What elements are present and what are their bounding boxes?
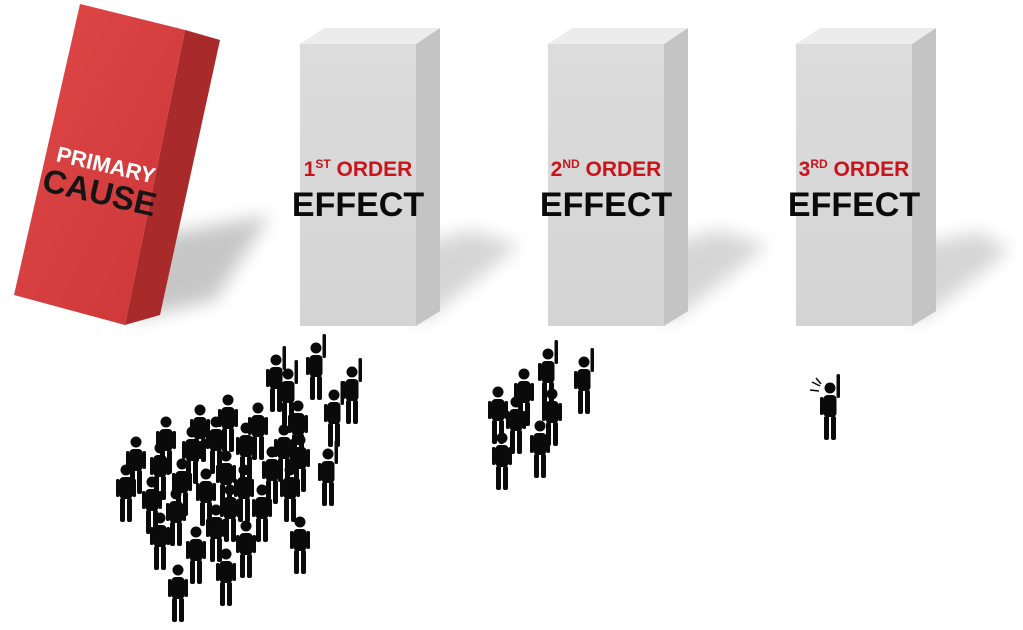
speech-lines-icon	[810, 378, 821, 391]
effect-block-2: 2ND ORDER EFFECT	[540, 28, 768, 326]
person-icon	[290, 517, 310, 575]
effect-label-3: EFFECT	[788, 186, 920, 224]
order-word-1: ORDER	[331, 158, 413, 181]
effect-label-2: EFFECT	[540, 186, 672, 224]
person-raised-hand-icon	[324, 381, 344, 447]
effect-label-1: EFFECT	[292, 186, 424, 224]
person-raised-hand-icon	[342, 358, 362, 424]
order-suffix-2: ND	[562, 157, 580, 171]
order-suffix-3: RD	[810, 157, 828, 171]
order-word-2: ORDER	[580, 158, 662, 181]
effect-block-1: 1ST ORDER EFFECT	[292, 28, 520, 326]
primary-cause-block: PRIMARY CAUSE	[14, 4, 270, 325]
person-raised-hand-icon	[306, 334, 326, 400]
people-crowd-icon	[116, 334, 362, 622]
person-icon	[168, 565, 188, 623]
order-number-3: 3	[799, 158, 811, 181]
person-raised-hand-icon	[820, 374, 840, 440]
effect-block-3: 3RD ORDER EFFECT	[788, 28, 1010, 326]
order-word-3: ORDER	[828, 158, 910, 181]
person-raised-hand-icon	[574, 348, 594, 414]
person-icon	[236, 521, 256, 579]
order-number-2: 2	[551, 158, 563, 181]
people-group-icon	[488, 340, 594, 490]
person-icon	[186, 527, 206, 585]
order-suffix-1: ST	[315, 157, 331, 171]
order-number-1: 1	[304, 158, 316, 181]
person-raised-hand-icon	[318, 440, 338, 506]
person-speaking-icon	[810, 374, 840, 440]
